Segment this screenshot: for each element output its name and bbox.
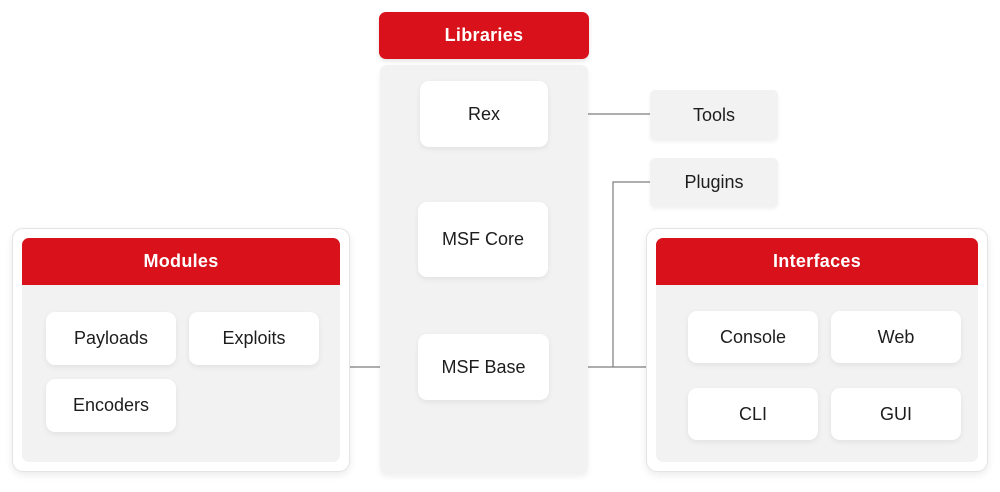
modules-panel: Payloads Exploits Encoders xyxy=(22,285,340,462)
node-console: Console xyxy=(688,311,818,363)
node-cli: CLI xyxy=(688,388,818,440)
node-exploits: Exploits xyxy=(189,312,319,365)
modules-group: Modules Payloads Exploits Encoders xyxy=(12,228,350,472)
connector-plugins-to-msfbase xyxy=(612,181,650,367)
node-msf-core: MSF Core xyxy=(418,202,548,277)
node-rex: Rex xyxy=(420,81,548,147)
interfaces-header: Interfaces xyxy=(656,238,978,285)
node-encoders: Encoders xyxy=(46,379,176,432)
libraries-header: Libraries xyxy=(379,12,589,59)
interfaces-group: Interfaces Console Web CLI GUI xyxy=(646,228,988,472)
node-msf-base: MSF Base xyxy=(418,334,549,400)
node-plugins: Plugins xyxy=(650,158,778,207)
node-payloads: Payloads xyxy=(46,312,176,365)
node-web: Web xyxy=(831,311,961,363)
modules-header: Modules xyxy=(22,238,340,285)
node-tools: Tools xyxy=(650,90,778,140)
interfaces-panel: Console Web CLI GUI xyxy=(656,285,978,462)
node-gui: GUI xyxy=(831,388,961,440)
